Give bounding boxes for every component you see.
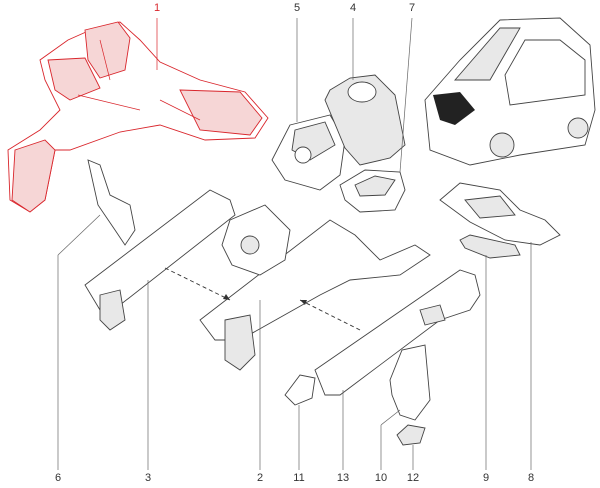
part-4-wheel-arch[interactable] bbox=[324, 74, 406, 166]
callout-3[interactable]: 3 bbox=[144, 472, 152, 484]
part-12-clip[interactable] bbox=[396, 424, 426, 446]
part-7-bracket[interactable] bbox=[339, 169, 406, 213]
part-5-strut-tower[interactable] bbox=[271, 114, 346, 191]
callout-8[interactable]: 8 bbox=[527, 472, 535, 484]
part-9-bracket[interactable] bbox=[459, 234, 521, 259]
callout-7[interactable]: 7 bbox=[408, 2, 416, 14]
part-1-front-assembly[interactable] bbox=[7, 21, 269, 213]
callout-4[interactable]: 4 bbox=[349, 2, 357, 14]
callout-9[interactable]: 9 bbox=[482, 472, 490, 484]
callout-10[interactable]: 10 bbox=[374, 472, 388, 484]
callout-11[interactable]: 11 bbox=[293, 472, 305, 484]
part-10-reinforcement[interactable] bbox=[389, 344, 431, 421]
callout-5[interactable]: 5 bbox=[293, 2, 301, 14]
callout-12[interactable]: 12 bbox=[406, 472, 420, 484]
callout-6[interactable]: 6 bbox=[54, 472, 62, 484]
part-3-side-member[interactable] bbox=[84, 189, 236, 331]
part-6-gusset[interactable] bbox=[87, 159, 136, 246]
callout-1[interactable]: 1 bbox=[153, 2, 161, 14]
part-11-small-bracket[interactable] bbox=[284, 374, 316, 406]
callout-13[interactable]: 13 bbox=[336, 472, 350, 484]
part-13-rear-member[interactable] bbox=[314, 269, 481, 396]
leader-7 bbox=[399, 17, 413, 173]
callout-2[interactable]: 2 bbox=[256, 472, 264, 484]
part-8-floor-panel[interactable] bbox=[439, 182, 561, 246]
assembly-arrow-1 bbox=[164, 267, 231, 301]
assembly-arrow-2 bbox=[299, 299, 361, 331]
vehicle-illustration bbox=[424, 17, 596, 166]
part-2-side-member-assembly[interactable] bbox=[199, 204, 431, 371]
